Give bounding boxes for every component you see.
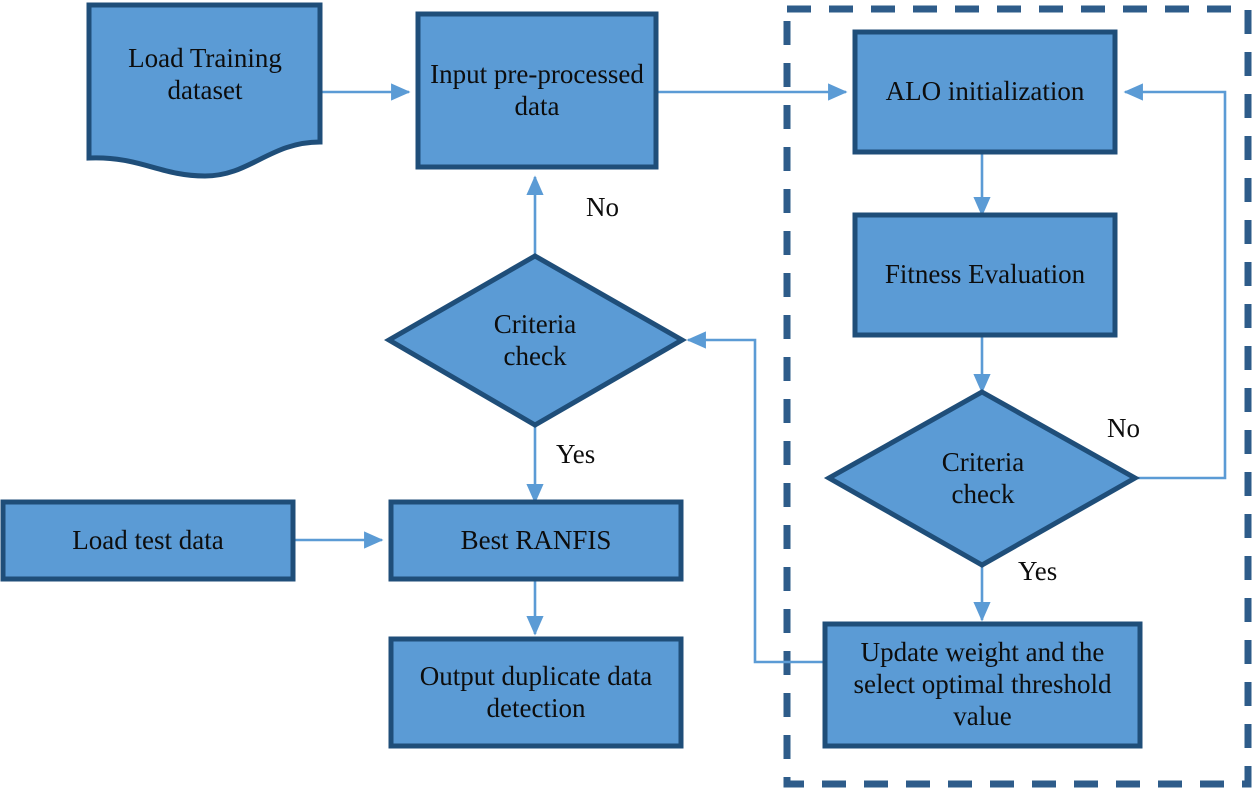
node-alo-initialization-shape[interactable] (852, 29, 1118, 155)
node-fitness-evaluation-shape[interactable] (852, 212, 1118, 338)
node-best-ranfis-shape[interactable] (388, 499, 684, 582)
edge-update-to-criterialeft (686, 331, 825, 664)
alo-module-dashed-group (783, 5, 1252, 788)
node-criteria-check-right-shape[interactable] (823, 389, 1141, 568)
edge-criteriaright-no-to-alo (1123, 83, 1227, 480)
node-input-preprocessed-data-shape[interactable] (415, 11, 659, 170)
edge-label-no-left: No (586, 192, 619, 222)
node-load-training-dataset-shape[interactable] (86, 2, 323, 179)
node-criteria-check-left-shape[interactable] (384, 253, 688, 428)
node-output-duplicate-data-detection-shape[interactable] (388, 636, 684, 749)
node-load-test-data-shape[interactable] (0, 499, 296, 582)
edge-label-yes-right: Yes (1018, 556, 1058, 586)
edge-label-no-right: No (1107, 413, 1140, 443)
node-update-weight-shape[interactable] (822, 621, 1143, 749)
edge-label-yes-left: Yes (556, 439, 596, 469)
